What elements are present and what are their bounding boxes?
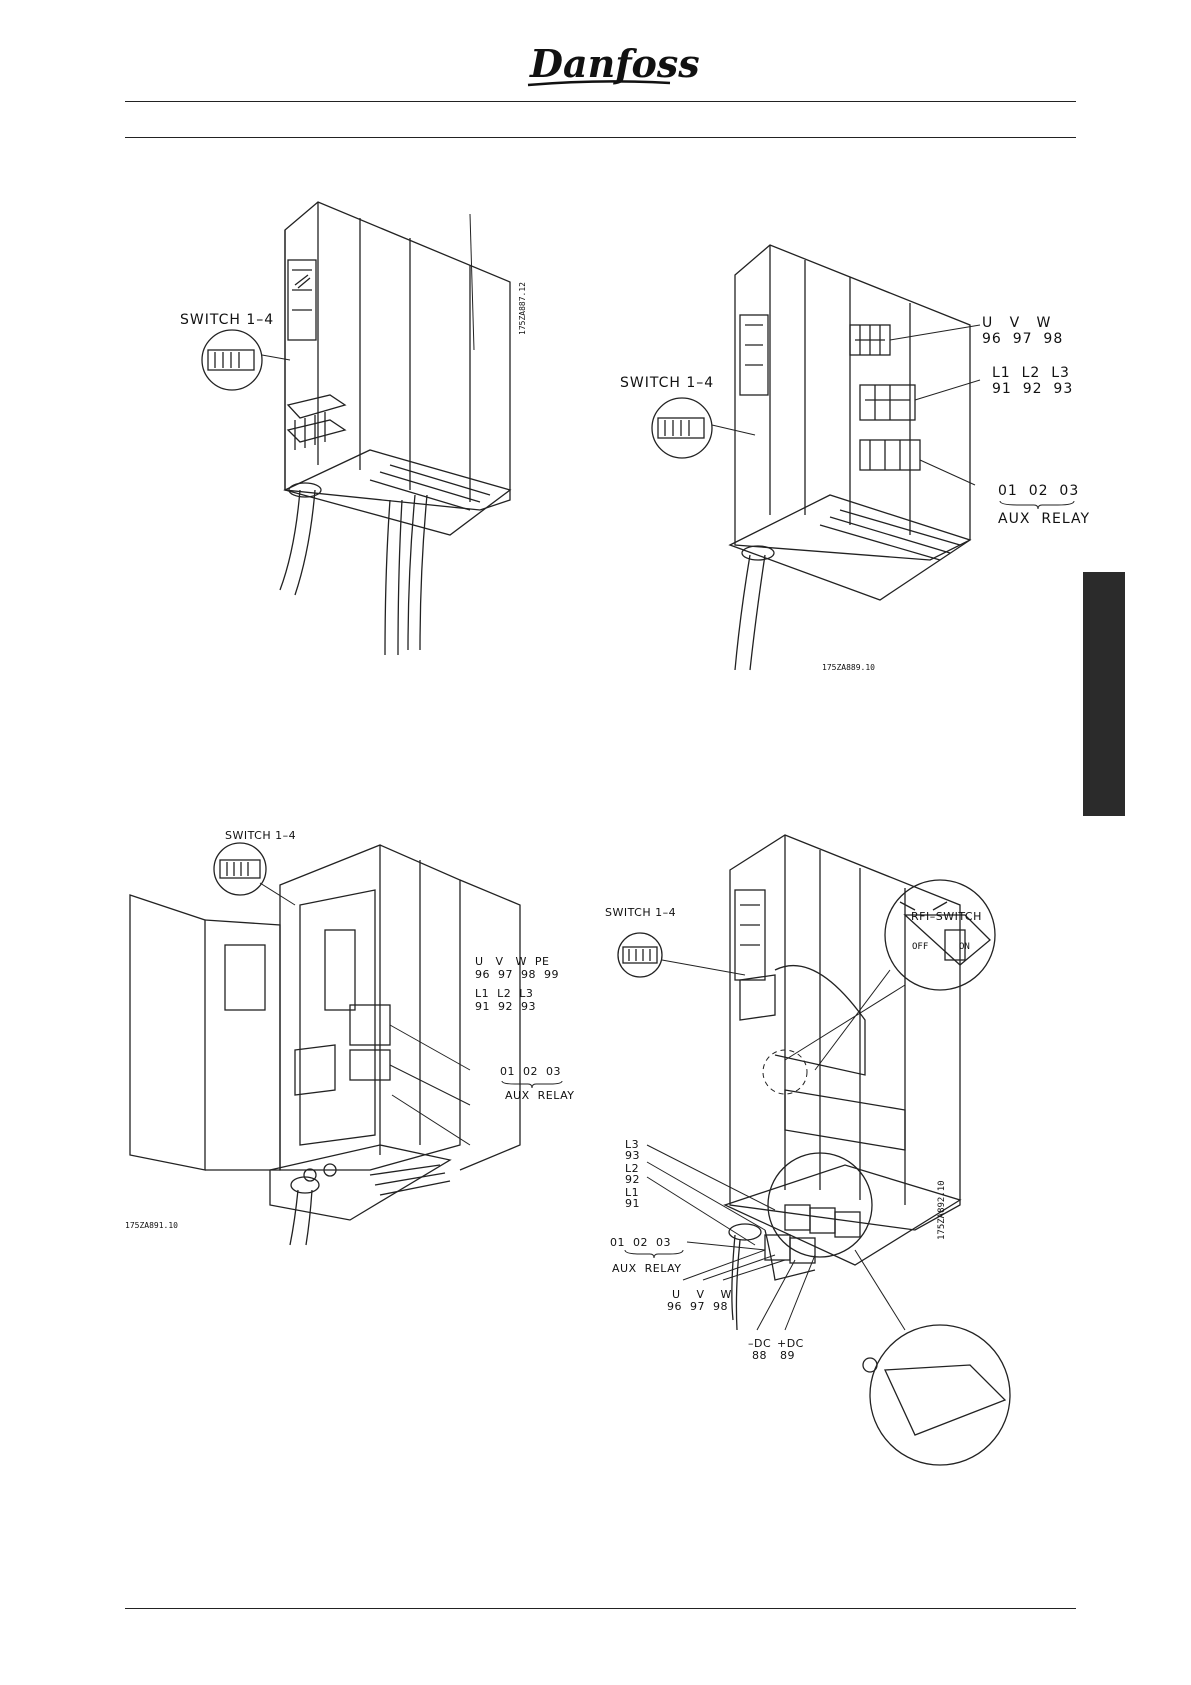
figure-3-drawing	[129, 842, 521, 1246]
fig4-relay-nums: 01 02 03	[610, 1236, 671, 1249]
figure-4-drawing	[617, 834, 1011, 1466]
fig4-l2: L2	[625, 1162, 640, 1175]
fig4-l2-num: 92	[625, 1173, 640, 1186]
fig2-relay-nums: 01 02 03	[998, 483, 1080, 499]
fig2-l-phases: L1 L2 L3	[992, 365, 1070, 381]
figure-2: SWITCH 1–4 U V W 96 97 98 L1 L2 L3 91 92…	[620, 215, 1089, 685]
fig4-l3: L3	[625, 1138, 640, 1151]
figure-3: SWITCH 1–4 U V W PE 96 97 98 99 L1 L2 L3…	[120, 825, 590, 1246]
fig1-code: 175ZA887.12	[518, 282, 527, 335]
fig4-l3-num: 93	[625, 1149, 640, 1162]
fig4-l1-num: 91	[625, 1197, 640, 1210]
fig1-switch-label: SWITCH 1–4	[180, 312, 275, 328]
fig2-relay-brace	[999, 500, 1075, 510]
fig4-plus-dc: +DC	[777, 1337, 804, 1350]
fig3-uvw: U V W PE	[475, 955, 550, 968]
fig2-code: 175ZA889.10	[822, 663, 875, 672]
fig4-l1: L1	[625, 1186, 640, 1199]
fig4-rfi-label: RFI–SWITCH	[911, 910, 982, 923]
footer-rule	[125, 1608, 1076, 1609]
fig4-minus-dc-num: 88	[752, 1349, 767, 1362]
fig2-l-nums: 91 92 93	[992, 381, 1074, 397]
figure-2-drawing	[651, 244, 981, 671]
fig3-relay-label: AUX RELAY	[505, 1089, 575, 1102]
fig2-uvw-nums: 96 97 98	[982, 331, 1064, 347]
fig3-code: 175ZA891.10	[125, 1221, 178, 1230]
fig2-relay-label: AUX RELAY	[998, 511, 1091, 527]
fig4-minus-dc: –DC	[748, 1337, 772, 1350]
logo-text: Danfoss	[529, 41, 700, 86]
fig4-uvw: U V W	[672, 1288, 732, 1301]
fig3-switch-label: SWITCH 1–4	[225, 829, 297, 842]
header-rule-top	[125, 101, 1076, 102]
fig2-switch-label: SWITCH 1–4	[620, 375, 715, 391]
fig4-on: ON	[959, 942, 970, 952]
fig2-uvw: U V W	[982, 315, 1052, 331]
fig3-l-phases: L1 L2 L3	[475, 987, 534, 1000]
fig4-uvw-nums: 96 97 98	[667, 1300, 728, 1313]
fig4-off: OFF	[912, 942, 929, 952]
fig4-plus-dc-num: 89	[780, 1349, 795, 1362]
fig4-code: 175ZA892.10	[937, 1180, 947, 1240]
fig3-l-nums: 91 92 93	[475, 1000, 536, 1013]
figure-1: SWITCH 1–4 175ZA887.12	[170, 190, 530, 730]
fig4-relay-label: AUX RELAY	[612, 1262, 682, 1275]
fig3-relay-brace	[501, 1080, 563, 1089]
figure-4: SWITCH 1–4 RFI–SWITCH OFF ON L3 93 L2 92…	[605, 810, 1085, 1470]
figure-1-drawing	[201, 201, 512, 656]
header-rule-bottom	[125, 137, 1076, 138]
danfoss-logo: Danfoss	[527, 41, 700, 87]
fig3-relay-nums: 01 02 03	[500, 1065, 561, 1078]
fig4-switch-label: SWITCH 1–4	[605, 906, 677, 919]
fig3-uvw-nums: 96 97 98 99	[475, 968, 559, 981]
section-tab	[1083, 572, 1125, 816]
